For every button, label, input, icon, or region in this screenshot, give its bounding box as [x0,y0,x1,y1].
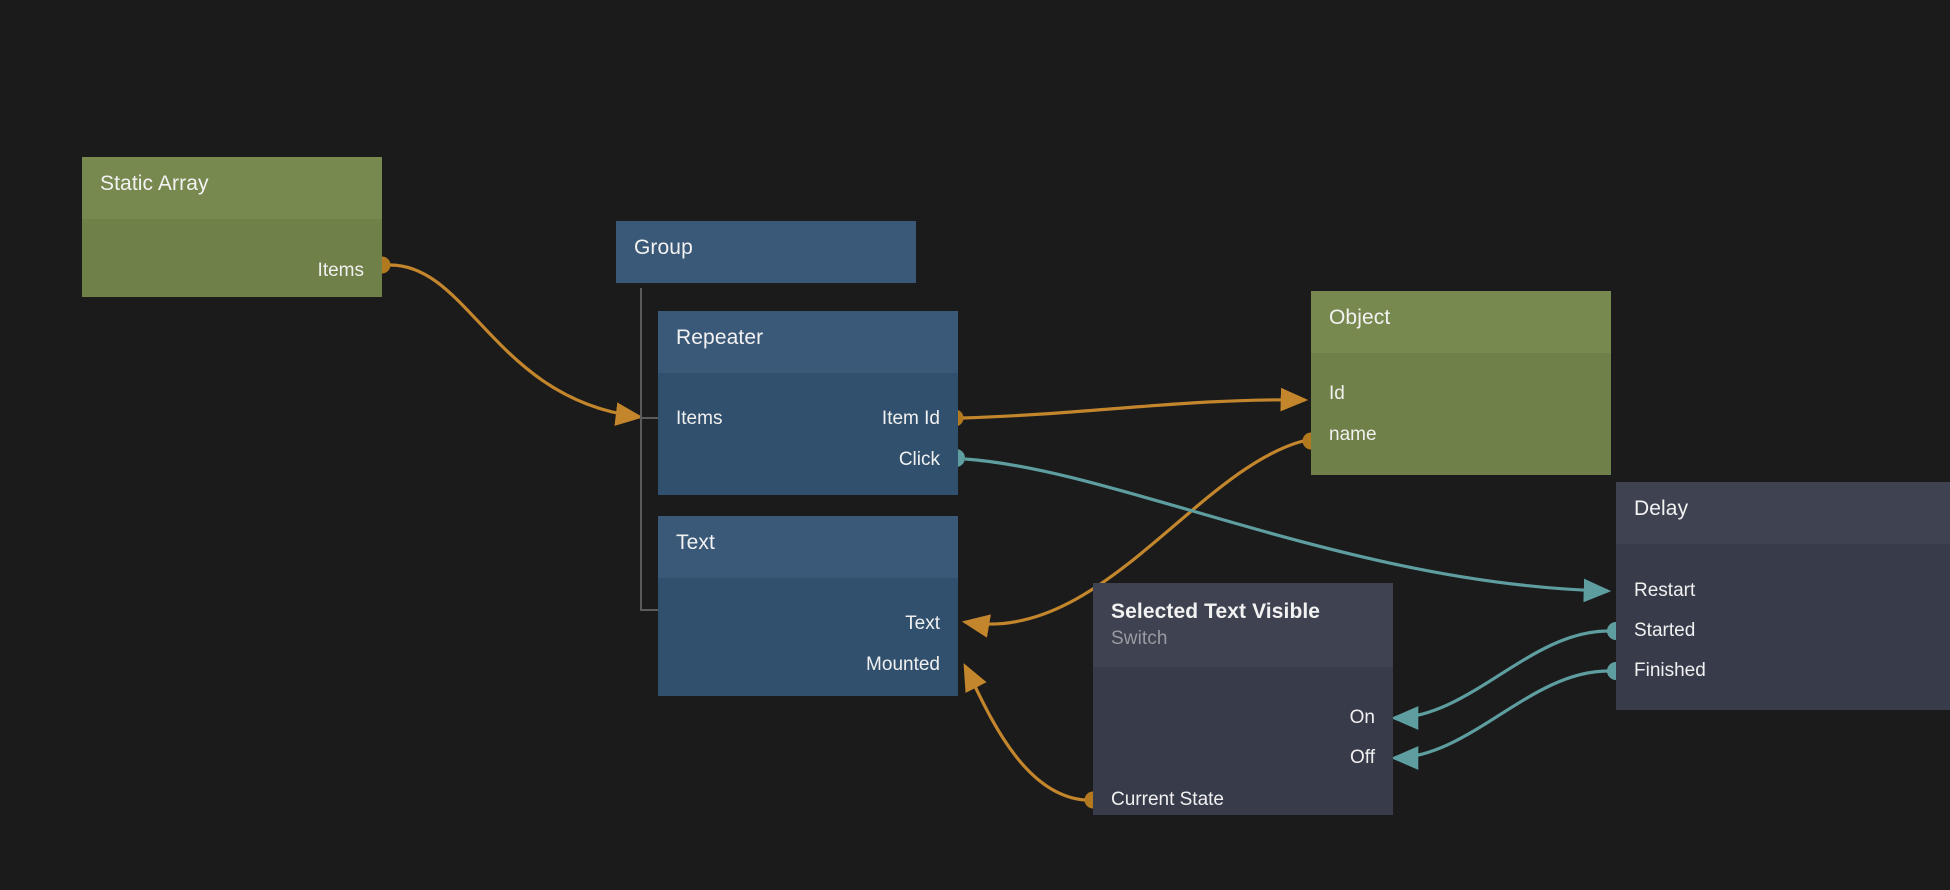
group-tree-line [640,288,642,610]
node-selected-text-visible-body: On Off Current State [1093,667,1393,815]
port-object-id[interactable]: Id [1329,383,1345,404]
port-object-name[interactable]: name [1329,424,1377,445]
node-object-title: Object [1311,291,1611,353]
port-switch-current-state[interactable]: Current State [1111,789,1224,810]
node-object[interactable]: Object Id name [1311,291,1611,475]
node-selected-text-visible-title: Selected Text Visible [1111,600,1321,623]
node-static-array-body: Items [82,219,382,297]
node-text[interactable]: Text Text Mounted [658,516,958,696]
node-repeater-body: Items Item Id Click [658,373,958,495]
port-repeater-items-in[interactable]: Items [676,408,723,429]
group-tree-tick-repeater [640,417,658,419]
node-group-title: Group [616,221,916,283]
node-text-title: Text [658,516,958,578]
wire-static-array-items-to-repeater-items [373,256,644,426]
port-static-array-items[interactable]: Items [317,260,364,281]
node-group[interactable]: Group [616,221,916,283]
node-object-body: Id name [1311,353,1611,475]
node-delay[interactable]: Delay Restart Started Finished [1616,482,1950,710]
node-selected-text-visible[interactable]: Selected Text Visible Switch On Off Curr… [1093,583,1393,815]
wire-delay-started-to-switch-on [1390,622,1625,730]
wire-switch-currentstate-to-text-mounted [963,663,1102,809]
wire-delay-finished-to-switch-off [1390,662,1625,770]
node-repeater-title: Repeater [658,311,958,373]
node-static-array-title: Static Array [82,157,382,219]
node-text-body: Text Mounted [658,578,958,696]
port-switch-off[interactable]: Off [1350,747,1375,768]
wire-repeater-itemid-to-object-id [946,387,1309,427]
node-static-array[interactable]: Static Array Items [82,157,382,297]
node-repeater[interactable]: Repeater Items Item Id Click [658,311,958,495]
port-delay-finished[interactable]: Finished [1634,660,1706,681]
port-delay-started[interactable]: Started [1634,620,1696,641]
port-text-mounted[interactable]: Mounted [866,654,940,675]
node-selected-text-visible-subtitle: Switch [1111,628,1168,650]
port-text-text-in[interactable]: Text [905,613,940,634]
port-switch-on[interactable]: On [1349,707,1375,728]
port-repeater-click[interactable]: Click [898,449,940,470]
node-delay-title: Delay [1616,482,1950,544]
group-tree-tick-text [640,609,658,611]
node-selected-text-visible-header: Selected Text Visible Switch [1093,583,1393,667]
port-repeater-item-id[interactable]: Item Id [881,408,940,429]
node-delay-body: Restart Started Finished [1616,544,1950,710]
port-delay-restart[interactable]: Restart [1634,580,1696,601]
